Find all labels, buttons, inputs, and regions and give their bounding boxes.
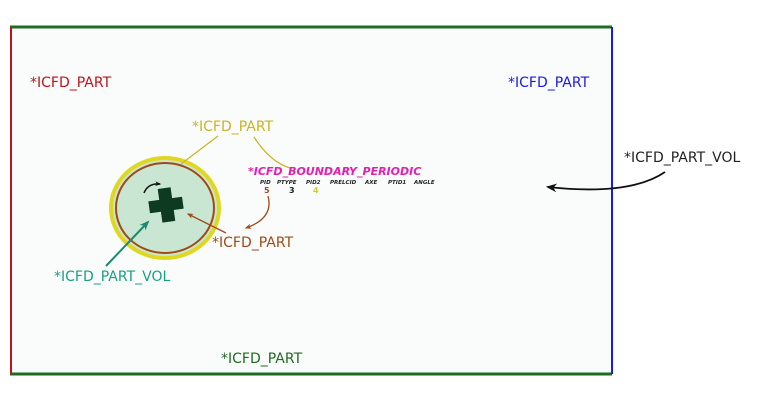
value-ptype: 3	[289, 186, 295, 195]
cylinder-outer-part-label: *ICFD_PART	[192, 119, 274, 135]
outer-volume-label: *ICFD_PART_VOL	[624, 150, 740, 166]
keyword-values: 5 3 4	[264, 186, 319, 195]
header-pid: PID	[260, 180, 271, 186]
value-pid: 5	[264, 186, 270, 195]
rotation-arrow-icon	[143, 181, 162, 194]
keyword-headers: PID PTYPE PID2 PRELCID AXE PTID1 ANGLE	[260, 180, 435, 186]
yellow-leader-to-pid2	[253, 136, 291, 169]
header-axe: AXE	[364, 180, 377, 186]
brown-leader-to-pid	[244, 195, 270, 229]
yellow-leader-to-cylinder	[180, 135, 219, 165]
header-ptype: PTYPE	[277, 180, 297, 186]
right-part-label: *ICFD_PART	[508, 75, 590, 91]
cylinder-inner-ring	[115, 162, 215, 254]
inner-volume-label: *ICFD_PART_VOL	[54, 269, 170, 285]
cross-icon	[148, 187, 184, 223]
keyword-title: *ICFD_BOUNDARY_PERIODIC	[248, 165, 421, 178]
left-part-label: *ICFD_PART	[30, 75, 112, 91]
teal-leader-to-cylinder	[105, 220, 150, 267]
value-pid2: 4	[313, 186, 319, 195]
header-angle: ANGLE	[413, 180, 435, 186]
cylinder-inner-part-label: *ICFD_PART	[212, 235, 294, 251]
bottom-part-label: *ICFD_PART	[221, 351, 303, 367]
black-leader-to-domain	[545, 171, 666, 193]
header-pid2: PID2	[306, 180, 321, 186]
header-prelcid: PRELCID	[330, 180, 357, 186]
brown-leader-to-cylinder	[186, 213, 227, 234]
header-ptid1: PTID1	[388, 180, 406, 186]
